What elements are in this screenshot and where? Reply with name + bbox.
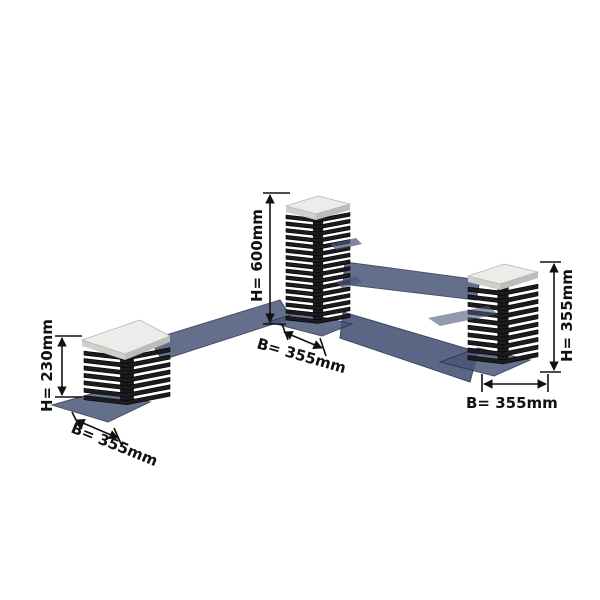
left-width-label: B= 355mm: [69, 419, 161, 470]
right-stand-lamella: [467, 344, 539, 357]
stand-center-glass-shelf-1: [330, 238, 362, 250]
center-stand-lamella: [285, 293, 351, 304]
right-height-label: H= 355mm: [558, 269, 576, 362]
dimension-lines: [55, 192, 561, 447]
dim-left-width-line: [75, 418, 119, 440]
stand-right: [428, 263, 540, 365]
stand-left-tray-side: [82, 340, 125, 360]
dim-center-width-tick-b: [319, 337, 327, 357]
stand-right-tray-side2: [500, 272, 538, 290]
center-stand-lamella: [285, 299, 351, 311]
stand-center-tray: [284, 195, 352, 215]
right-stand-lamella: [467, 329, 539, 342]
glass-bridge-right-upper: [342, 261, 481, 301]
stand-left: [80, 319, 171, 405]
right-stand-lamella: [467, 314, 539, 327]
center-stand-lamella: [285, 286, 351, 297]
stand-left-lamellas: [83, 347, 171, 405]
stand-right-tray: [466, 263, 540, 285]
center-stand-lamella: [285, 218, 351, 230]
stand-right-glass-shelf: [428, 306, 498, 326]
left-height-label: H= 230mm: [38, 319, 56, 412]
right-stand-lamella: [467, 291, 539, 304]
stand-center-tray-side: [286, 206, 316, 220]
dim-center-width-line: [283, 330, 323, 350]
stand-center-tray-side2: [316, 204, 350, 220]
stand-right-lamellas: [467, 283, 539, 365]
center-stand-lamella: [285, 313, 351, 324]
stand-center-lamellas: [285, 212, 351, 324]
center-stand-lamella: [285, 225, 351, 237]
center-width-label: B= 355mm: [255, 335, 348, 378]
center-stand-lamella: [285, 252, 351, 264]
stand-left-tray-side2: [125, 336, 170, 360]
center-stand-lamella: [285, 266, 351, 277]
center-stand-lamella: [285, 232, 351, 243]
right-width-label: B= 355mm: [466, 394, 558, 412]
glass-bridges: [149, 261, 481, 383]
stand-center: [284, 195, 362, 324]
dim-left-width-tick-b: [113, 427, 123, 447]
right-stand-lamella: [467, 321, 539, 334]
stand-center-glass-shelf-2: [336, 276, 362, 288]
left-stand-lamella: [83, 376, 171, 391]
center-stand-lamella: [285, 306, 351, 318]
dim-center-width-tick-a: [281, 323, 289, 341]
center-stand-lamella: [285, 259, 351, 270]
dim-left-width-tick-a: [71, 411, 81, 429]
left-stand-lamella: [83, 362, 171, 376]
stand-right-tray-side: [468, 276, 500, 290]
center-stand-lamella: [285, 245, 351, 257]
left-stand-lamella: [83, 354, 171, 368]
left-stand-lamella: [83, 384, 171, 398]
center-height-label: H= 600mm: [248, 209, 266, 302]
glass-bridge-right-lower: [339, 311, 479, 383]
left-stand-lamella: [83, 391, 171, 405]
left-stand-lamella: [83, 369, 171, 383]
right-stand-lamella: [467, 336, 539, 350]
center-stand-lamella: [285, 272, 351, 284]
stand-left-tray: [80, 319, 171, 355]
right-stand-lamella: [467, 283, 539, 296]
right-stand-lamella: [467, 352, 539, 365]
